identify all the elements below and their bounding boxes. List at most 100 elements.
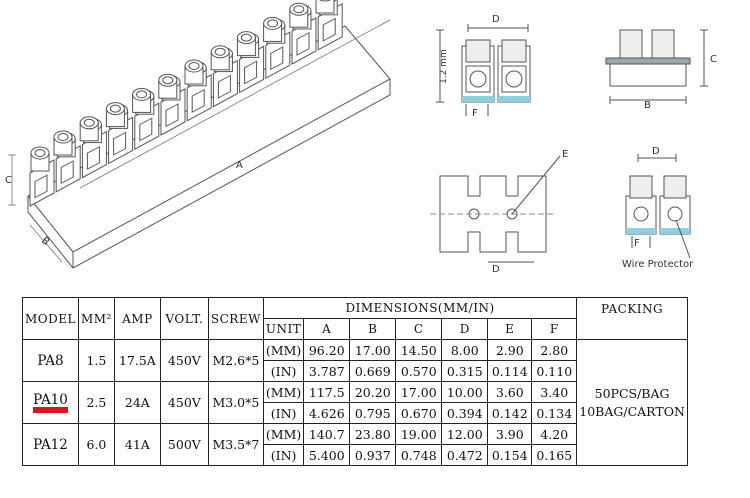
front-view [436, 24, 531, 116]
table-row: PA12 6.0 41A 500V M3.5*7 (MM) 140.7 23.8… [22, 423, 688, 466]
terminal-strip-isometric [27, 0, 391, 269]
subheader-row: UNIT A B C D E F [23, 318, 688, 340]
model-highlight: PA10 [33, 393, 68, 413]
dim-cell: 19.00 [395, 423, 443, 445]
dim-cell: 0.110 [531, 360, 578, 382]
dim-cell: 17.00 [349, 339, 397, 361]
mm2-cell: 1.5 [77, 339, 115, 382]
header-dimensions: DIMENSIONS(MM/IN) [262, 297, 578, 319]
dim-cell: 0.670 [395, 402, 443, 424]
terminal-post [132, 87, 152, 113]
terminal-post [158, 73, 178, 99]
dim-cell: 0.134 [531, 402, 578, 424]
terminal-post [105, 102, 125, 128]
unit-cell: (MM) [262, 423, 305, 445]
header-mm2: MM² [77, 297, 115, 340]
technical-drawing: C B A D 1.2 mm F B C [5, 0, 717, 275]
plan-dim-d: D [492, 264, 500, 275]
terminal-post [315, 0, 335, 14]
volt-cell: 450V [159, 381, 209, 424]
dim-cell: 0.795 [349, 402, 397, 424]
screw-cell: M3.0*5 [207, 381, 264, 424]
packing-line-1: 50PCS/BAG [594, 385, 670, 401]
dim-cell: 5.400 [303, 444, 351, 466]
dim-cell: 3.60 [487, 381, 533, 403]
protector-dim-d: D [652, 146, 660, 157]
dim-cell: 3.787 [303, 360, 351, 382]
terminal-post [289, 2, 309, 28]
dim-cell: 0.748 [395, 444, 443, 466]
subheader-a: A [303, 318, 351, 340]
subheader-d: D [441, 318, 489, 340]
volt-cell: 500V [159, 423, 209, 466]
volt-cell: 450V [159, 339, 209, 382]
protector-caption: Wire Protector [622, 259, 694, 270]
mm2-cell: 6.0 [77, 423, 115, 466]
header-model: MODEL [22, 297, 79, 340]
dim-cell: 10.00 [441, 381, 489, 403]
packing-cell: 50PCS/BAG 10BAG/CARTON [576, 339, 688, 466]
amp-cell: 17.5A [113, 339, 161, 382]
terminal-post [184, 59, 204, 85]
plan-dim-e: E [562, 149, 568, 160]
protector-view [625, 154, 691, 259]
subheader-e: E [487, 318, 533, 340]
dim-a-label: A [236, 160, 243, 171]
screw-cell: M3.5*7 [207, 423, 264, 466]
front-dim-f: F [472, 108, 478, 119]
side-dim-b: B [644, 100, 651, 111]
terminal-post [53, 130, 73, 156]
amp-cell: 24A [113, 381, 161, 424]
amp-cell: 41A [113, 423, 161, 466]
subheader-f: F [531, 318, 578, 340]
unit-cell: (IN) [262, 402, 305, 424]
packing-line-2: 10BAG/CARTON [579, 403, 685, 419]
table-row: (IN) 4.626 0.795 0.670 0.394 0.142 0.134 [23, 402, 688, 424]
unit-cell: (MM) [262, 339, 305, 361]
plan-view [430, 155, 561, 263]
terminal-post [236, 31, 256, 57]
unit-cell: (IN) [262, 360, 305, 382]
main-dimensions [8, 19, 391, 263]
subheader-unit: UNIT [262, 318, 305, 340]
dim-c-label: C [5, 175, 12, 186]
dim-cell: 117.5 [303, 381, 351, 403]
terminal-cell [29, 146, 55, 207]
model-cell-highlighted: PA10 [22, 381, 79, 424]
dim-cell: 0.570 [395, 360, 443, 382]
dim-cell: 4.20 [531, 423, 578, 445]
front-dim-height: 1.2 mm [439, 49, 449, 84]
terminal-post [210, 45, 230, 71]
header-screw: SCREW [207, 297, 264, 340]
dim-cell: 0.669 [349, 360, 397, 382]
terminal-post [79, 116, 99, 142]
protector-dim-f: F [634, 238, 640, 249]
dim-cell: 2.80 [531, 339, 578, 361]
model-cell: PA12 [22, 423, 79, 466]
dim-cell: 3.40 [531, 381, 578, 403]
side-view [605, 29, 708, 104]
front-dim-d: D [492, 14, 500, 25]
dim-cell: 0.472 [441, 444, 489, 466]
side-dim-c: C [710, 54, 717, 65]
dim-cell: 0.315 [441, 360, 489, 382]
dim-cell: 3.90 [487, 423, 533, 445]
dim-cell: 23.80 [349, 423, 397, 445]
dim-cell: 0.154 [487, 444, 533, 466]
dim-cell: 0.937 [349, 444, 397, 466]
subheader-b: B [349, 318, 397, 340]
header-packing: PACKING [576, 297, 688, 340]
subheader-c: C [395, 318, 443, 340]
table-row: (IN) 5.400 0.937 0.748 0.472 0.154 0.165 [23, 444, 688, 466]
unit-cell: (MM) [262, 381, 305, 403]
dim-cell: 20.20 [349, 381, 397, 403]
dim-cell: 0.142 [487, 402, 533, 424]
screw-cell: M2.6*5 [207, 339, 264, 382]
header-amp: AMP [113, 297, 161, 340]
header-volt: VOLT. [159, 297, 209, 340]
dim-cell: 12.00 [441, 423, 489, 445]
dim-cell: 0.114 [487, 360, 533, 382]
unit-cell: (IN) [262, 444, 305, 466]
dim-cell: 17.00 [395, 381, 443, 403]
dim-cell: 8.00 [441, 339, 489, 361]
